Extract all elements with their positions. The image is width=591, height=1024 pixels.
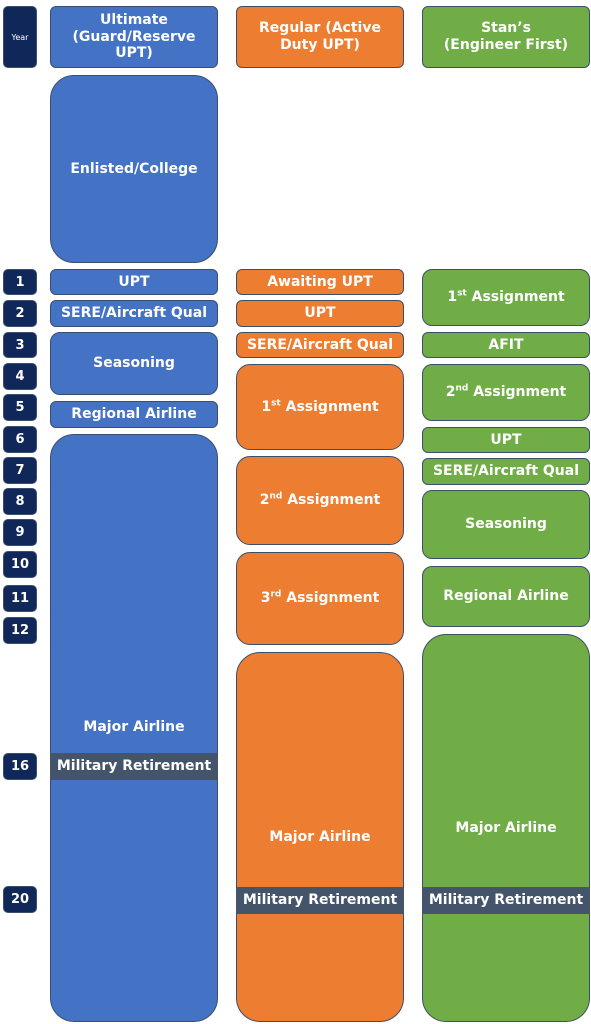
stans-upt: UPT bbox=[422, 427, 590, 453]
regular-sere-aircraft-qual: SERE/Aircraft Qual bbox=[236, 332, 404, 358]
year-marker-10: 10 bbox=[3, 551, 37, 578]
regular-awaiting-upt: Awaiting UPT bbox=[236, 269, 404, 295]
year-marker-4: 4 bbox=[3, 363, 37, 390]
stans-regional-airline: Regional Airline bbox=[422, 566, 590, 627]
year-marker-8: 8 bbox=[3, 488, 37, 515]
year-marker-11: 11 bbox=[3, 585, 37, 612]
ultimate-enlisted-college: Enlisted/College bbox=[50, 75, 218, 263]
regular-major-airline: Major Airline bbox=[236, 652, 404, 1022]
ultimate-military-retirement: Military Retirement bbox=[50, 753, 218, 780]
year-header: Year bbox=[3, 6, 37, 68]
regular-1st-assignment: 1st Assignment bbox=[236, 364, 404, 450]
ultimate-sere-aircraft-qual: SERE/Aircraft Qual bbox=[50, 300, 218, 327]
year-marker-12: 12 bbox=[3, 617, 37, 644]
ultimate-regional-airline: Regional Airline bbox=[50, 401, 218, 428]
regular-3rd-assignment: 3rd Assignment bbox=[236, 552, 404, 645]
regular-2nd-assignment: 2nd Assignment bbox=[236, 456, 404, 545]
regular-military-retirement: Military Retirement bbox=[236, 887, 404, 914]
stans-afit: AFIT bbox=[422, 332, 590, 358]
stans-major-airline: Major Airline bbox=[422, 634, 590, 1022]
year-marker-9: 9 bbox=[3, 519, 37, 546]
year-marker-3: 3 bbox=[3, 332, 37, 358]
stans-seasoning: Seasoning bbox=[422, 490, 590, 559]
ultimate-seasoning: Seasoning bbox=[50, 332, 218, 395]
stans-2nd-assignment: 2nd Assignment bbox=[422, 364, 590, 421]
year-marker-1: 1 bbox=[3, 269, 37, 295]
year-marker-5: 5 bbox=[3, 394, 37, 421]
year-marker-16: 16 bbox=[3, 753, 37, 780]
year-marker-20: 20 bbox=[3, 886, 37, 913]
year-marker-7: 7 bbox=[3, 457, 37, 484]
stans-military-retirement: Military Retirement bbox=[422, 887, 590, 914]
year-marker-2: 2 bbox=[3, 300, 37, 327]
stans-1st-assignment: 1st Assignment bbox=[422, 269, 590, 326]
regular-upt: UPT bbox=[236, 300, 404, 327]
year-marker-6: 6 bbox=[3, 426, 37, 453]
stans-sere-aircraft-qual: SERE/Aircraft Qual bbox=[422, 458, 590, 485]
ultimate-header: Ultimate (Guard/Reserve UPT) bbox=[50, 6, 218, 68]
ultimate-major-airline: Major Airline bbox=[50, 434, 218, 1022]
regular-header: Regular (Active Duty UPT) bbox=[236, 6, 404, 68]
ultimate-upt: UPT bbox=[50, 269, 218, 295]
stans-header: Stan’s (Engineer First) bbox=[422, 6, 590, 68]
